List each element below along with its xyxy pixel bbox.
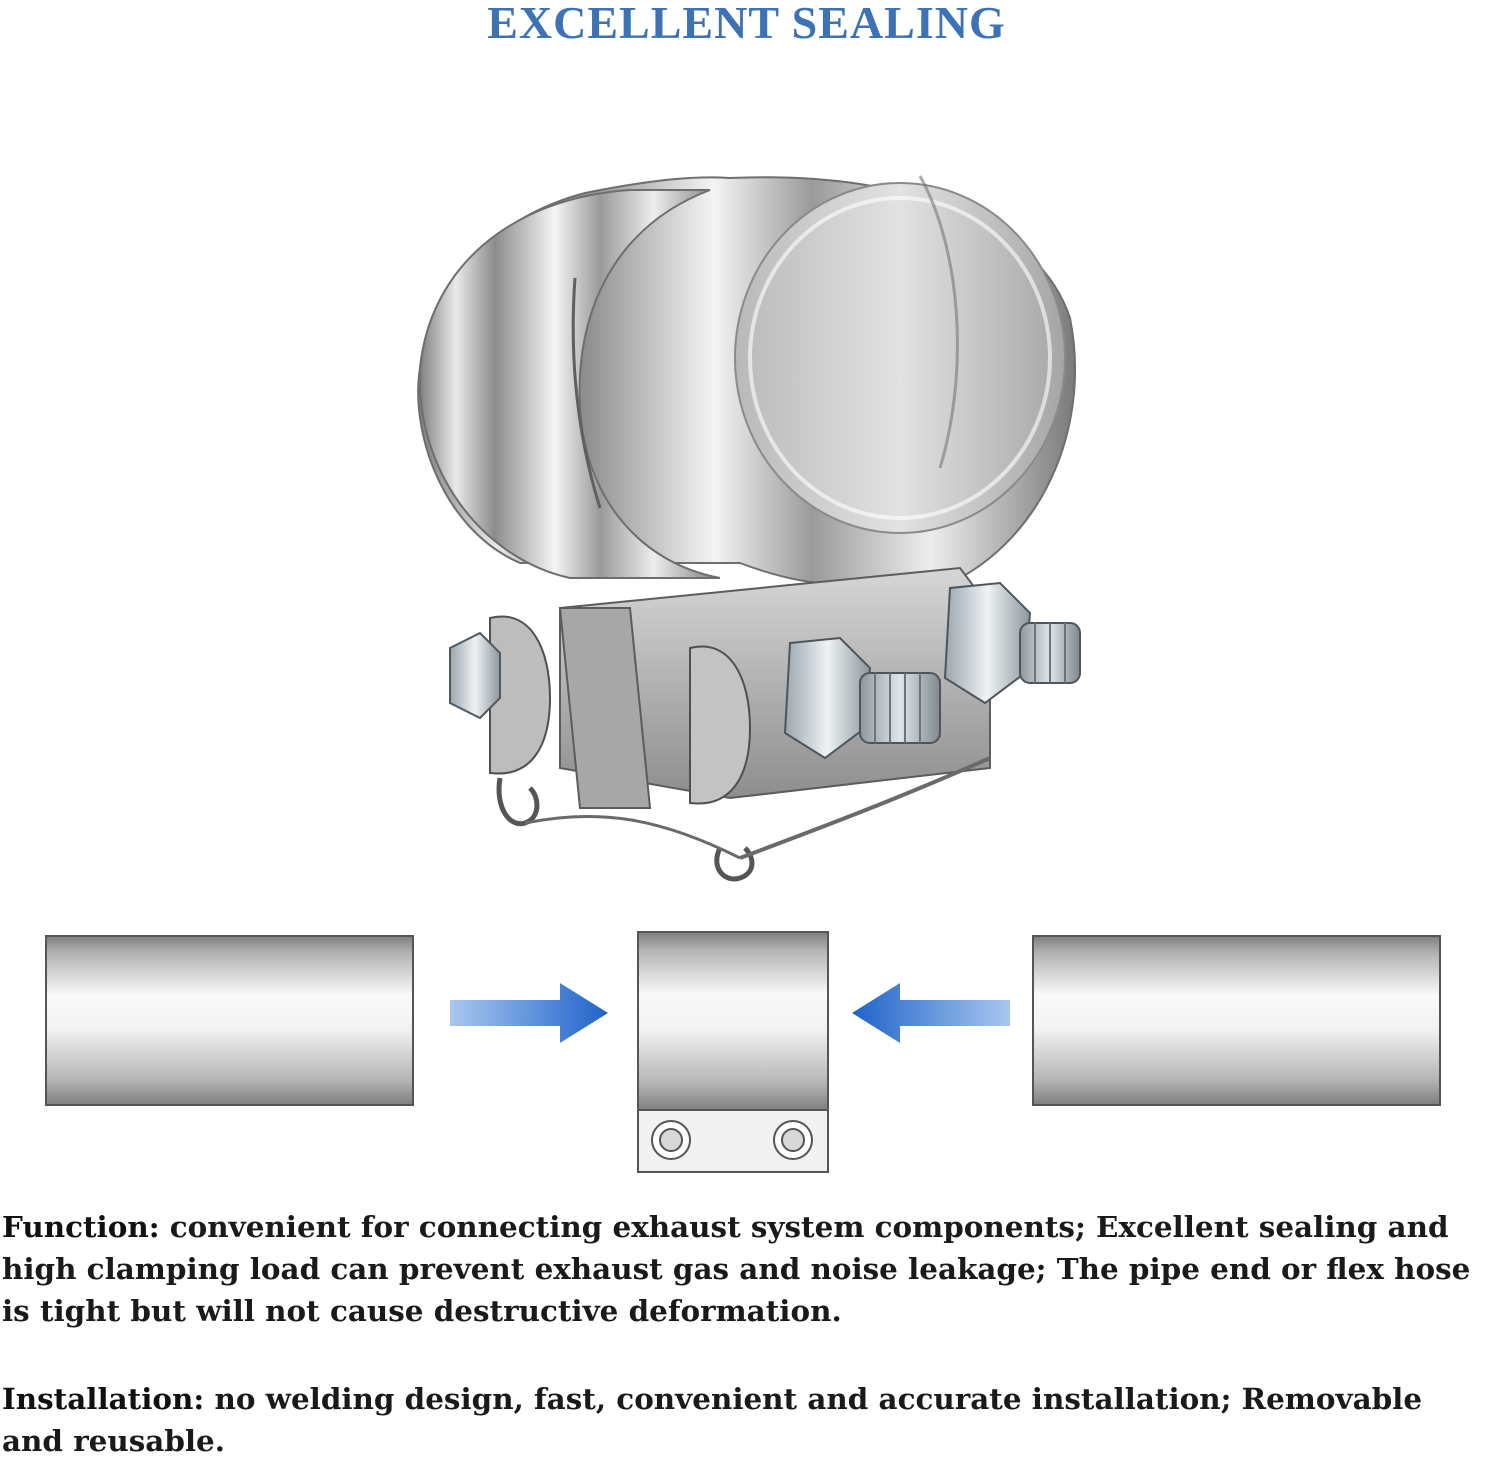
function-text: convenient for connecting exhaust system… — [2, 1209, 1471, 1328]
arrow-left-icon — [852, 983, 1010, 1043]
function-paragraph: Function: convenient for connecting exha… — [2, 1206, 1492, 1332]
arrow-right-icon — [450, 983, 608, 1043]
function-label: Function: — [2, 1209, 160, 1244]
clamp-diagram-icon — [637, 931, 829, 1173]
installation-diagram — [45, 931, 1441, 1173]
installation-text: no welding design, fast, convenient and … — [2, 1381, 1423, 1458]
pipe-left — [45, 935, 414, 1106]
page-title: EXCELLENT SEALING — [487, 0, 1006, 48]
installation-label: Installation: — [2, 1381, 205, 1416]
clamp-product-image — [417, 175, 1081, 882]
pipe-right — [1032, 935, 1441, 1106]
installation-paragraph: Installation: no welding design, fast, c… — [2, 1378, 1492, 1462]
